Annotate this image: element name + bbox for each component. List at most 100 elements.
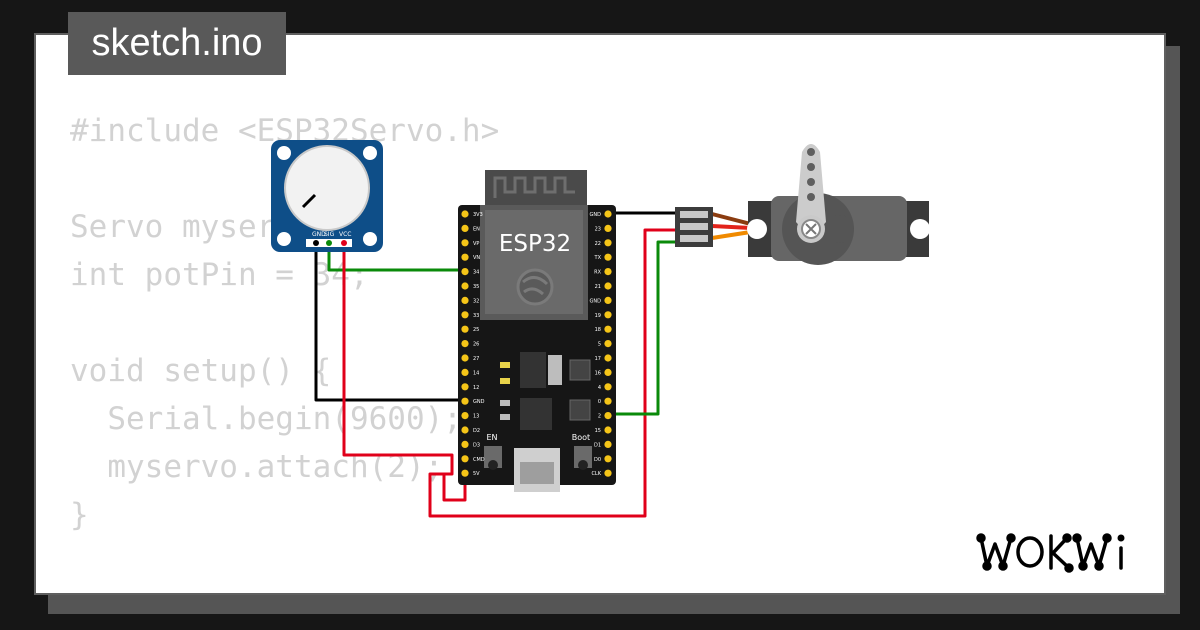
wire-esp-loop[interactable]	[442, 472, 467, 502]
esp32-pin-label: VN	[473, 255, 480, 261]
esp32-pin[interactable]	[461, 268, 469, 276]
esp32-pin-label: 3V3	[473, 212, 483, 218]
mount-hole	[277, 146, 291, 160]
esp32-pin[interactable]	[604, 311, 612, 319]
pot-knob[interactable]	[284, 145, 370, 231]
esp32-pin-label: D3	[473, 442, 480, 448]
pot-pin-labels: GNDSIG VCC	[312, 231, 351, 238]
esp32-pin[interactable]	[461, 397, 469, 405]
usb-chip	[520, 398, 552, 430]
esp32-pin[interactable]	[461, 469, 469, 477]
esp32-pin[interactable]	[461, 455, 469, 463]
esp32-pin-label: D1	[594, 442, 601, 448]
esp32-pin-label: GND	[473, 399, 485, 405]
esp32-pin-label: 15	[595, 428, 601, 434]
wire-pot-power[interactable]	[342, 228, 680, 518]
esp32-pin[interactable]	[604, 368, 612, 376]
esp32-pin-label: 35	[473, 284, 479, 290]
esp32-pin[interactable]	[604, 426, 612, 434]
esp32-pin[interactable]	[461, 383, 469, 391]
esp32-pin[interactable]	[461, 426, 469, 434]
esp32-pin-label: D0	[594, 457, 601, 463]
esp32-pin-label: 33	[473, 313, 479, 319]
esp32-pin-label: CMD	[473, 457, 485, 463]
mount-hole	[363, 232, 377, 246]
esp32-pin-label: 25	[473, 327, 479, 333]
servo-horn[interactable]	[796, 144, 826, 231]
esp32-pin[interactable]	[461, 210, 469, 218]
esp32-pin-label: TX	[594, 255, 602, 261]
wire-servo-signal[interactable]	[608, 240, 680, 416]
servo-connector[interactable]	[675, 207, 713, 247]
esp32-pin[interactable]	[604, 397, 612, 405]
esp32-pin-label: 5	[598, 342, 601, 348]
mount-hole	[363, 146, 377, 160]
pot-pin-sig[interactable]	[326, 240, 332, 246]
pot-pin-label: VCC	[339, 231, 351, 238]
esp32-pin[interactable]	[604, 239, 612, 247]
esp32-pin[interactable]	[461, 412, 469, 420]
esp32-pin[interactable]	[461, 354, 469, 362]
esp32-pin[interactable]	[461, 340, 469, 348]
voltage-regulator	[520, 352, 546, 388]
pot-pin-gnd[interactable]	[313, 240, 319, 246]
en-button[interactable]	[484, 446, 502, 468]
esp32-pin-label: 13	[473, 414, 479, 420]
esp32-pin[interactable]	[604, 296, 612, 304]
esp32-pin[interactable]	[604, 440, 612, 448]
esp32-pin-label: VP	[473, 241, 479, 247]
esp32-pin[interactable]	[604, 455, 612, 463]
esp32-pin-label: 27	[473, 356, 479, 362]
esp32-pin[interactable]	[604, 383, 612, 391]
esp32-pin[interactable]	[604, 412, 612, 420]
esp32-pin[interactable]	[461, 253, 469, 261]
esp32-pin[interactable]	[604, 210, 612, 218]
wire-pot-ground[interactable]	[314, 238, 465, 402]
esp32-pin-label: CLK	[591, 471, 601, 477]
esp32-board[interactable]: ESP32 EN Boot 3V3ENVPVN34353233252627141…	[458, 170, 616, 492]
esp32-pin[interactable]	[604, 282, 612, 290]
file-tab-sketch[interactable]: sketch.ino	[68, 12, 286, 75]
pot-pin-label: GND	[312, 231, 326, 238]
esp32-label: ESP32	[499, 231, 571, 257]
esp32-pin[interactable]	[604, 469, 612, 477]
esp32-pin-label: 12	[473, 385, 479, 391]
esp32-pin[interactable]	[461, 440, 469, 448]
boot-button[interactable]	[574, 446, 592, 468]
esp32-pin-label: 17	[595, 356, 601, 362]
esp32-pin[interactable]	[604, 268, 612, 276]
esp32-pin-label: 14	[473, 370, 479, 376]
esp32-pin-label: 2	[598, 414, 601, 420]
esp32-pin[interactable]	[604, 224, 612, 232]
esp32-pin-label: 34	[473, 270, 479, 276]
esp32-left-header: 3V3ENVPVN343532332526271412GND13D2D3CMD5…	[461, 210, 485, 477]
esp32-pin-label: EN	[473, 226, 480, 232]
esp32-pin-label: 32	[473, 298, 479, 304]
boot-button-label: Boot	[572, 433, 590, 442]
esp32-pin-label: 26	[473, 342, 479, 348]
wokwi-logo	[976, 533, 1125, 573]
esp32-pin[interactable]	[461, 239, 469, 247]
esp32-pin[interactable]	[604, 340, 612, 348]
esp32-pin[interactable]	[461, 296, 469, 304]
esp32-pin[interactable]	[604, 354, 612, 362]
esp32-pin[interactable]	[461, 282, 469, 290]
servo-motor[interactable]	[747, 144, 930, 265]
code-line: int potPin = 34;	[70, 257, 369, 293]
esp32-pin-label: 0	[598, 399, 601, 405]
esp32-pin[interactable]	[604, 253, 612, 261]
esp32-pin[interactable]	[461, 325, 469, 333]
esp32-pin[interactable]	[461, 311, 469, 319]
esp32-pin-label: 23	[595, 226, 601, 232]
pot-pin-vcc[interactable]	[341, 240, 347, 246]
esp32-pin-label: 18	[595, 327, 601, 333]
mount-hole	[277, 232, 291, 246]
pot-pin-label: SIG	[324, 231, 335, 238]
esp32-pin[interactable]	[461, 224, 469, 232]
esp32-pin[interactable]	[604, 325, 612, 333]
esp32-pin-label: GND	[590, 298, 602, 304]
code-line: }	[70, 497, 89, 533]
esp32-pin[interactable]	[461, 368, 469, 376]
potentiometer[interactable]: GNDSIG VCC	[271, 140, 383, 252]
